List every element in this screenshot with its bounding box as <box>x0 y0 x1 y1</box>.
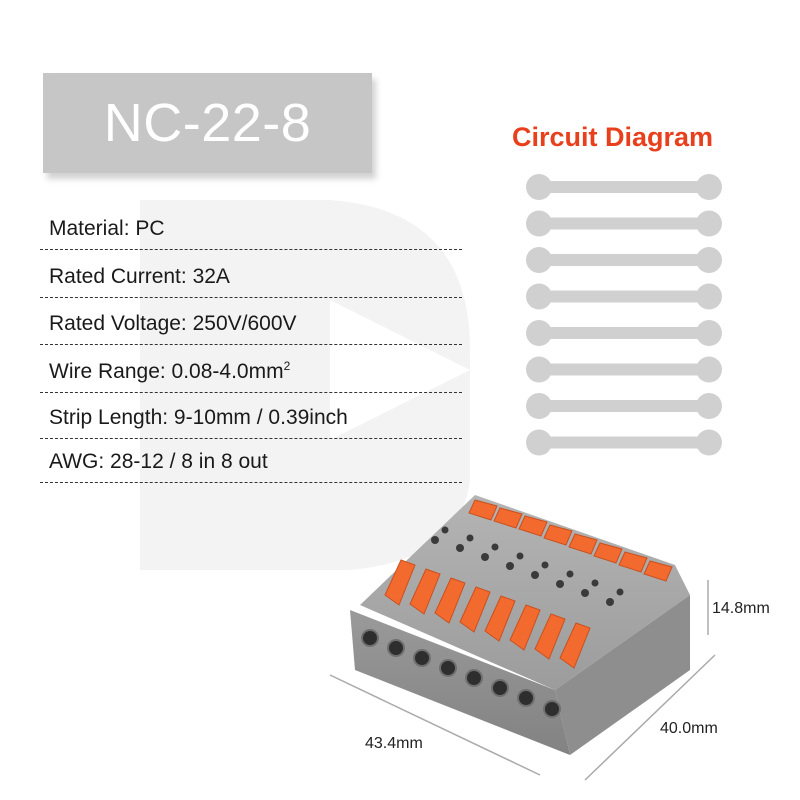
spec-rated-current-text: Rated Current: 32A <box>49 265 230 288</box>
circuit-line <box>526 174 722 200</box>
wire-range-value: Wire Range: 0.08-4.0mm <box>49 360 284 383</box>
circuit-line <box>526 356 722 383</box>
dimension-lines <box>329 580 716 781</box>
front-levers <box>384 559 591 669</box>
spec-rated-voltage-text: Rated Voltage: 250V/600V <box>49 312 297 335</box>
spec-material-text: Material: PC <box>49 217 165 240</box>
circuit-line <box>526 283 722 310</box>
spec-rated-voltage: Rated Voltage: 250V/600V <box>40 300 462 345</box>
back-levers <box>468 499 673 582</box>
dimension-height: 14.8mm <box>712 600 770 617</box>
circuit-diagram-title: Circuit Diagram <box>512 122 714 152</box>
circuit-line <box>526 247 722 273</box>
dimension-depth: 40.0mm <box>660 720 718 737</box>
circuit-diagram <box>526 174 722 456</box>
spec-wire-range-text: Wire Range: 0.08-4.0mm2 <box>49 359 290 384</box>
housing-front <box>350 610 570 755</box>
spec-awg: AWG: 28-12 / 8 in 8 out <box>40 438 462 483</box>
housing-side <box>555 595 690 755</box>
connector-product-image <box>329 495 716 781</box>
spec-material: Material: PC <box>40 205 462 250</box>
spec-wire-range: Wire Range: 0.08-4.0mm2 <box>40 348 462 393</box>
wire-range-superscript: 2 <box>283 359 291 373</box>
test-holes <box>431 526 624 606</box>
model-label-box: NC-22-8 <box>43 73 372 173</box>
circuit-line <box>526 320 722 346</box>
circuit-line <box>526 429 722 456</box>
wire-entry-holes <box>361 629 561 718</box>
spec-rated-current: Rated Current: 32A <box>40 253 462 298</box>
housing-top <box>360 495 690 690</box>
circuit-line <box>526 210 722 237</box>
spec-awg-text: AWG: 28-12 / 8 in 8 out <box>49 450 268 473</box>
dimension-length: 43.4mm <box>365 735 423 752</box>
spec-strip-length: Strip Length: 9-10mm / 0.39inch <box>40 394 462 439</box>
model-name: NC-22-8 <box>103 93 312 153</box>
spec-strip-length-text: Strip Length: 9-10mm / 0.39inch <box>49 406 348 429</box>
circuit-line <box>526 393 722 419</box>
